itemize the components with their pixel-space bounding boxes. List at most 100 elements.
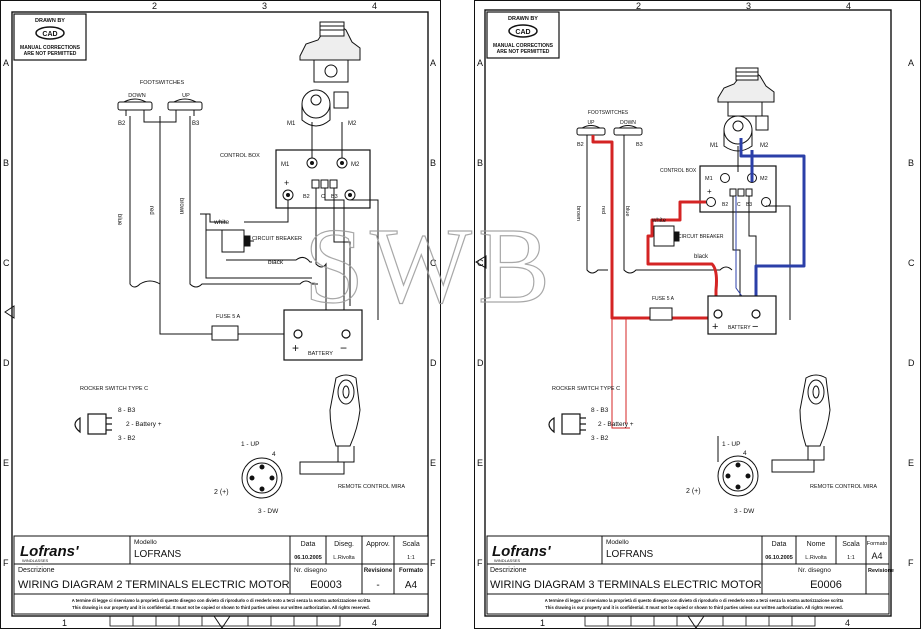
- legal-line-2: This drawing is our property and it is c…: [545, 605, 843, 610]
- footswitch-b3-label: B3: [192, 121, 200, 127]
- fuse-label: FUSE 5 A: [216, 314, 240, 320]
- remote-label: REMOTE CONTROL MIRA: [810, 484, 877, 490]
- connector-pin-dw: 3 - DW: [258, 508, 279, 515]
- terminal-block: [729, 188, 753, 197]
- rocker-pin-3: 3 - B2: [118, 435, 136, 442]
- descr-label: Descrizione: [490, 567, 527, 574]
- tb-col2-label: Nome: [807, 541, 826, 548]
- connector-pin-4: 4: [743, 450, 747, 457]
- tb-col1-label: Data: [301, 541, 316, 548]
- wire-label-3: brown: [178, 198, 184, 214]
- grid-row-e-right: E: [908, 458, 914, 468]
- circuit-breaker-icon: [221, 229, 254, 253]
- stamp-drawn-by: DRAWN BY: [35, 18, 65, 24]
- cb-c-label: C: [737, 202, 741, 208]
- bottom-ruler: [584, 615, 816, 627]
- connector-pin-2: 2 (+): [214, 489, 229, 496]
- nr-label: Nr. disegno: [798, 567, 831, 574]
- footswitch-down-label: DOWN: [128, 93, 145, 99]
- grid-col-1-bottom: 1: [62, 618, 67, 628]
- footswitch-down-icon: [613, 125, 643, 136]
- control-box-label: CONTROL BOX: [220, 153, 260, 159]
- circuit-breaker-icon: [653, 225, 680, 247]
- cb-m1-label: M1: [281, 162, 290, 168]
- fuse-icon: [649, 307, 673, 321]
- terminal-minus-icon: [761, 197, 771, 207]
- cb-plus-label: +: [284, 178, 289, 188]
- tb-col1-value: 06.10.2005: [765, 555, 793, 561]
- fuse-label: FUSE 5 A: [652, 296, 675, 302]
- footswitch-down-label: DOWN: [620, 120, 636, 126]
- fmt-value: A4: [405, 580, 418, 591]
- center-marker-bottom: [213, 615, 231, 629]
- red-wire: [591, 135, 718, 320]
- grid-col-4: 4: [846, 1, 851, 11]
- grid-row-d: D: [3, 358, 10, 368]
- battery-icon: [283, 309, 363, 361]
- legal-line-2: This drawing is our property and it is c…: [72, 605, 370, 610]
- grid-row-e: E: [477, 458, 483, 468]
- center-marker-left: [4, 305, 15, 319]
- motor-m1-label: M1: [710, 143, 719, 149]
- wire-label-2: red: [600, 206, 606, 214]
- title-block: [486, 535, 890, 615]
- rocker-label: ROCKER SWITCH TYPE C: [80, 386, 148, 392]
- battery-icon: [707, 295, 777, 335]
- windlass-icon: [299, 21, 361, 127]
- cad-stamp: DRAWN BY CAD MANUAL CORRECTIONS ARE NOT …: [13, 13, 87, 61]
- battery-plus-label: +: [712, 321, 718, 333]
- descr-value: WIRING DIAGRAM 2 TERMINALS ELECTRIC MOTO…: [18, 579, 290, 591]
- grid-row-d-right: D: [430, 358, 437, 368]
- remote-label: REMOTE CONTROL MIRA: [338, 484, 405, 490]
- grid-col-4-bottom: 4: [845, 618, 850, 628]
- grid-row-b: B: [477, 158, 483, 168]
- cad-logo-icon: [508, 24, 538, 38]
- grid-row-c: C: [3, 258, 10, 268]
- tb-col4-label: Formato: [867, 541, 887, 547]
- breaker-black-label: black: [268, 259, 284, 266]
- grid-row-f: F: [477, 558, 483, 568]
- connector-icon: [717, 436, 759, 497]
- tb-col4-value: A4: [871, 551, 882, 561]
- remote-control-icon: [299, 374, 361, 475]
- rocker-switch-icon: [74, 413, 112, 435]
- footswitch-up-icon: [576, 125, 606, 136]
- grid-row-a-right: A: [908, 58, 914, 68]
- footswitch-b2-label: B2: [118, 121, 126, 127]
- grid-row-a: A: [477, 58, 483, 68]
- cb-plus-label: +: [707, 187, 712, 196]
- grid-col-4-bottom: 4: [372, 618, 377, 628]
- grid-row-f-right: F: [430, 558, 436, 568]
- breaker-label: CIRCUIT BREAKER: [252, 236, 302, 242]
- grid-row-c: C: [477, 258, 484, 268]
- tb-col4-label: Scala: [402, 541, 420, 548]
- tb-col2-label: Diseg.: [334, 541, 354, 548]
- grid-col-3: 3: [262, 1, 267, 11]
- fuse-icon: [211, 325, 239, 341]
- grid-row-b-right: B: [430, 158, 436, 168]
- grid-row-b: B: [3, 158, 9, 168]
- grid-row-d-right: D: [908, 358, 915, 368]
- stamp-note-2: ARE NOT PERMITTED: [497, 49, 550, 55]
- cb-c-label: C: [321, 194, 325, 200]
- sheet-left: A B C D E F A B C D E F 2 3 4 1 4 DRAWN …: [0, 0, 441, 629]
- battery-minus-label: −: [752, 321, 758, 333]
- connector-pin-up: 1 - UP: [722, 441, 740, 448]
- grid-col-2: 2: [636, 1, 641, 11]
- sheet-outer-frame: [0, 0, 441, 629]
- wire-label-3: blue: [624, 206, 630, 216]
- modello-label: Modello: [606, 539, 629, 546]
- modello-value: LOFRANS: [606, 549, 654, 560]
- grid-row-e: E: [3, 458, 9, 468]
- connector-pin-dw: 3 - DW: [734, 508, 755, 515]
- tb-col4-value: 1:1: [407, 555, 415, 561]
- wiring: [129, 116, 379, 335]
- tb-col3-label: Scala: [842, 541, 860, 548]
- sheet-outer-frame: [474, 0, 921, 629]
- footswitches-label: FOOTSWITCHES: [588, 110, 629, 116]
- stamp-logo-text: CAD: [515, 29, 530, 36]
- wire-label-2: red: [148, 206, 154, 215]
- brand-logo: Lofrans': [20, 543, 79, 560]
- motor-m1-label: M1: [287, 121, 296, 127]
- battery-label: BATTERY: [308, 351, 333, 357]
